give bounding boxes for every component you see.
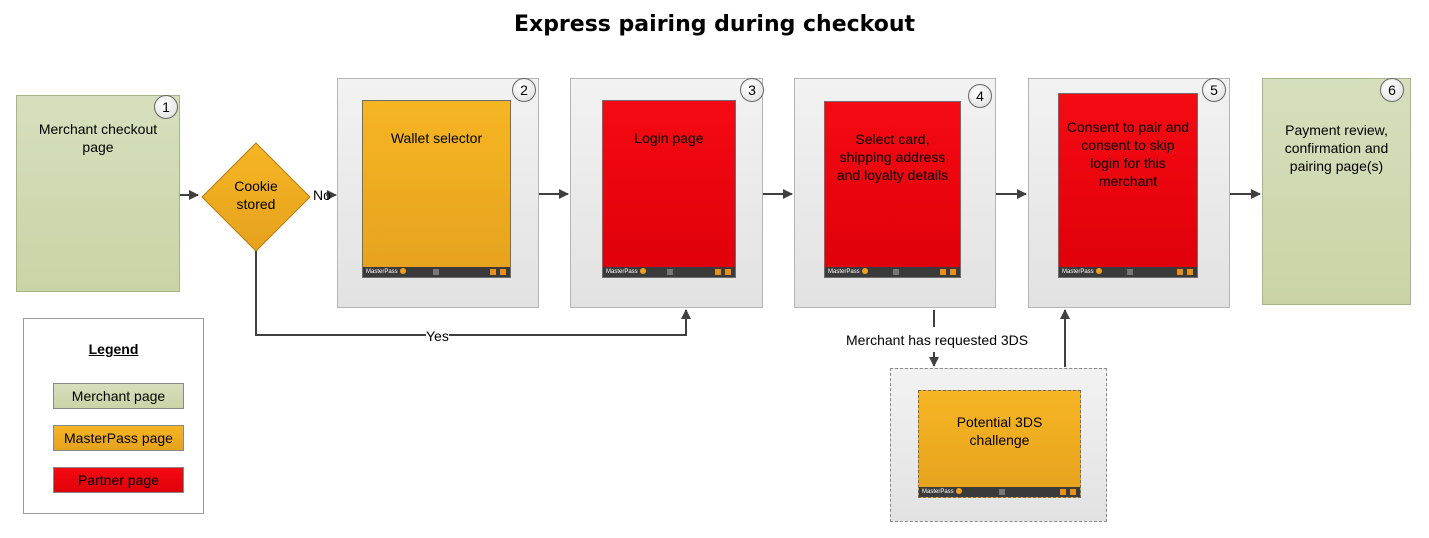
step-4-label: Select card, shipping address and loyalt… [836,131,949,183]
threeds-label: Potential 3DS challenge [956,414,1043,448]
step-6-label: Payment review, confirmation and pairing… [1284,122,1389,174]
decision-diamond [201,142,311,252]
masterpass-logo-icon [1095,268,1102,275]
decision-no-label: No [313,187,331,203]
step-2-number-badge: 2 [512,78,536,102]
grip-icon [1127,269,1133,275]
threeds-screen: Potential 3DS challenge MasterPass [918,390,1081,498]
screen-footer: MasterPass [363,267,510,277]
legend: Legend Merchant page MasterPass page Par… [23,318,204,514]
legend-item-masterpass: MasterPass page [53,425,184,451]
diagram-title: Express pairing during checkout [513,12,916,37]
cart-icon [715,269,721,275]
step-5-screen: Consent to pair and consent to skip logi… [1058,93,1198,278]
legend-item-partner: Partner page [53,467,184,493]
menu-icon [500,269,506,275]
step-3-label: Login page [634,130,704,146]
screen-footer: MasterPass [919,487,1080,497]
step-2-screen: Wallet selector MasterPass [362,100,511,278]
step-2-label: Wallet selector [390,130,483,146]
step-3-screen: Login page MasterPass [602,100,736,278]
threeds-condition-label: Merchant has requested 3DS [846,332,1029,348]
arrow-decision-yes-to-3 [255,243,691,336]
step-4-number-badge: 4 [968,84,992,108]
cart-icon [940,269,946,275]
grip-icon [999,489,1005,495]
legend-item-merchant: Merchant page [53,383,184,409]
grip-icon [667,269,673,275]
menu-icon [1187,269,1193,275]
grip-icon [433,269,439,275]
footer-brand: MasterPass [828,269,860,275]
step-1-merchant-checkout: Merchant checkout page [16,95,180,292]
screen-footer: MasterPass [1059,267,1197,277]
footer-brand: MasterPass [1062,269,1094,275]
footer-brand: MasterPass [366,269,398,275]
menu-icon [950,269,956,275]
step-1-number-badge: 1 [154,95,178,119]
cart-icon [1177,269,1183,275]
legend-title: Legend [88,341,139,357]
footer-brand: MasterPass [606,269,638,275]
screen-footer: MasterPass [603,267,735,277]
step-1-label: Merchant checkout page [38,121,158,155]
masterpass-logo-icon [861,268,868,275]
menu-icon [1070,489,1076,495]
footer-brand: MasterPass [922,489,954,495]
screen-footer: MasterPass [825,267,960,277]
masterpass-logo-icon [639,268,646,275]
step-6-payment-review: Payment review, confirmation and pairing… [1262,78,1411,305]
cart-icon [1060,489,1066,495]
step-5-label: Consent to pair and consent to skip logi… [1066,119,1190,189]
grip-icon [893,269,899,275]
decision-yes-label: Yes [426,328,449,344]
step-4-screen: Select card, shipping address and loyalt… [824,101,961,278]
cart-icon [490,269,496,275]
menu-icon [725,269,731,275]
step-6-number-badge: 6 [1380,78,1404,102]
step-5-number-badge: 5 [1202,78,1226,102]
decision-label: Cookie stored [234,178,278,212]
masterpass-logo-icon [399,268,406,275]
masterpass-logo-icon [955,488,962,495]
step-3-number-badge: 3 [740,78,764,102]
